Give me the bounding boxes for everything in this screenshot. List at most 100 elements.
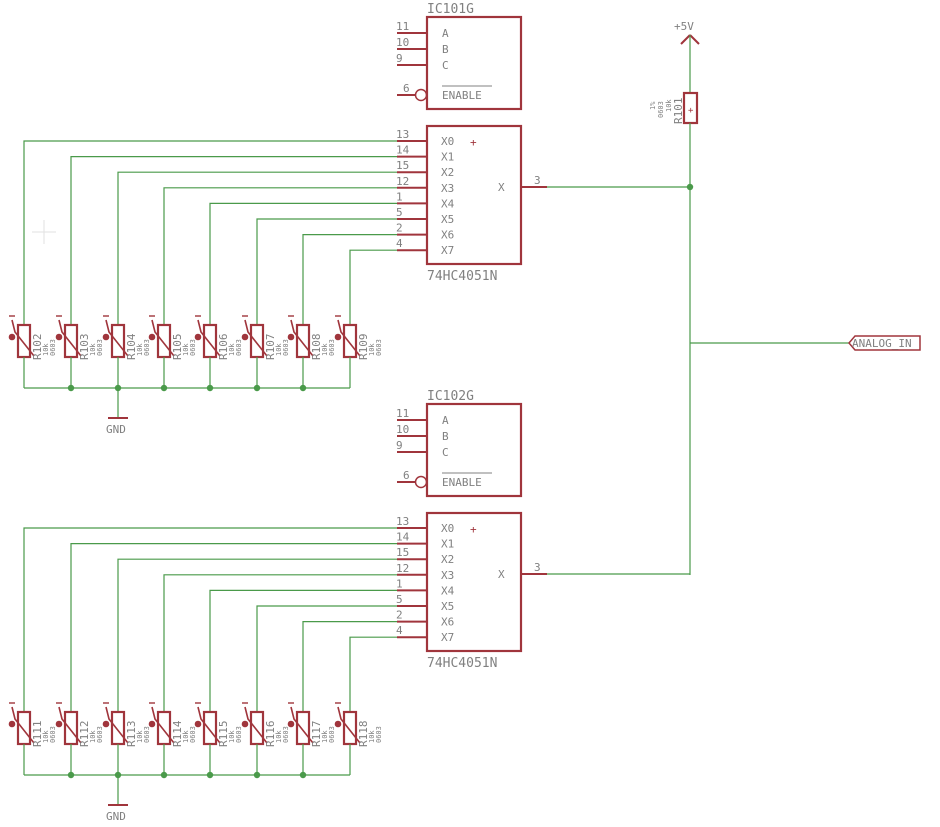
thermistor-name: R109 — [357, 334, 370, 361]
pin-number: 15 — [396, 159, 409, 172]
thermistor-value: 10k — [321, 343, 329, 356]
multiplexer-1[interactable]: IC101G11A10B9C6ENABLE74HC4051N+X313X014X… — [8, 2, 690, 436]
pin-number: 3 — [534, 561, 541, 574]
thermistor-name: R106 — [217, 334, 230, 361]
ground-icon: GND — [106, 804, 128, 823]
thermistor-value: 10k — [182, 343, 190, 356]
thermistor-name: R104 — [125, 333, 138, 360]
thermistor-package: 0603 — [189, 339, 197, 356]
thermistor-name: R112 — [78, 721, 91, 748]
thermistor-value: 10k — [228, 730, 236, 743]
thermistor-name: R111 — [31, 721, 44, 748]
pin-number: 12 — [396, 175, 409, 188]
pin-number: 12 — [396, 562, 409, 575]
thermistor-name: R116 — [264, 721, 277, 748]
thermistor-value: 10k — [136, 343, 144, 356]
ic-name: IC102G — [427, 389, 474, 404]
thermistor-value: 10k — [228, 343, 236, 356]
pullup-resistor[interactable]: + R101 0603 10k 1% — [649, 91, 699, 125]
pin-number: 10 — [396, 423, 409, 436]
svg-text:+: + — [688, 106, 694, 116]
pin-label: X3 — [441, 569, 454, 582]
pin-number: 5 — [396, 593, 403, 606]
pin-number: 2 — [396, 609, 403, 622]
thermistor-package: 0603 — [375, 726, 383, 743]
thermistor-value: 10k — [89, 730, 97, 743]
pin-label: X1 — [441, 538, 454, 551]
pin-number: 14 — [396, 531, 410, 544]
pullup-name: R101 — [672, 98, 685, 125]
pin-label: X5 — [441, 213, 454, 226]
ic-name: IC101G — [427, 2, 474, 17]
thermistor-package: 0603 — [143, 339, 151, 356]
pin-number: 3 — [534, 174, 541, 187]
pin-label: B — [442, 43, 449, 56]
pin-number: 4 — [396, 237, 403, 250]
pin-number: 9 — [396, 439, 403, 452]
thermistor-value: 10k — [42, 730, 50, 743]
pullup-package: 0603 — [657, 101, 665, 118]
enable-label: ENABLE — [442, 89, 482, 102]
pin-label: X1 — [441, 151, 454, 164]
multiplexer-2[interactable]: IC102G11A10B9C6ENABLE74HC4051N+X313X014X… — [8, 389, 690, 823]
common-pin-label: X — [498, 568, 505, 581]
thermistor-value: 10k — [321, 730, 329, 743]
crosshair-icon — [32, 220, 56, 244]
net-port-icon[interactable]: ANALOG_IN — [848, 335, 921, 351]
pin-label: A — [442, 27, 449, 40]
thermistor-value: 10k — [136, 730, 144, 743]
power-label: +5V — [674, 20, 694, 33]
plus-mark: + — [470, 523, 477, 536]
thermistor-package: 0603 — [96, 726, 104, 743]
pin-label: X3 — [441, 182, 454, 195]
thermistor-package: 0603 — [235, 726, 243, 743]
thermistor-name: R118 — [357, 721, 370, 748]
pin-label: C — [442, 446, 449, 459]
net-port-label: ANALOG_IN — [852, 337, 912, 350]
enable-label: ENABLE — [442, 476, 482, 489]
thermistor-value: 10k — [275, 730, 283, 743]
pin-number: 14 — [396, 144, 410, 157]
pin-number: 11 — [396, 20, 409, 33]
ic-value: 74HC4051N — [427, 656, 497, 671]
thermistor-name: R102 — [31, 334, 44, 361]
thermistor-package: 0603 — [328, 339, 336, 356]
ground-icon: GND — [106, 417, 128, 436]
pin-label: A — [442, 414, 449, 427]
pin-number: 15 — [396, 546, 409, 559]
pin-label: X4 — [441, 197, 455, 210]
thermistor-value: 10k — [182, 730, 190, 743]
thermistor-name: R115 — [217, 721, 230, 748]
ic-value: 74HC4051N — [427, 269, 497, 284]
thermistor-name: R105 — [171, 334, 184, 361]
power-arrow-icon — [680, 34, 700, 45]
thermistor-value: 10k — [89, 343, 97, 356]
thermistor-value: 10k — [275, 343, 283, 356]
pin-label: X5 — [441, 600, 454, 613]
thermistor-name: R117 — [310, 721, 323, 748]
power-supply[interactable]: +5V — [674, 20, 700, 45]
thermistor-name: R107 — [264, 334, 277, 361]
thermistor-value: 10k — [42, 343, 50, 356]
pullup-tolerance: 1% — [649, 101, 657, 110]
pin-number: 11 — [396, 407, 409, 420]
pin-number: 2 — [396, 222, 403, 235]
pin-label: X7 — [441, 244, 454, 257]
